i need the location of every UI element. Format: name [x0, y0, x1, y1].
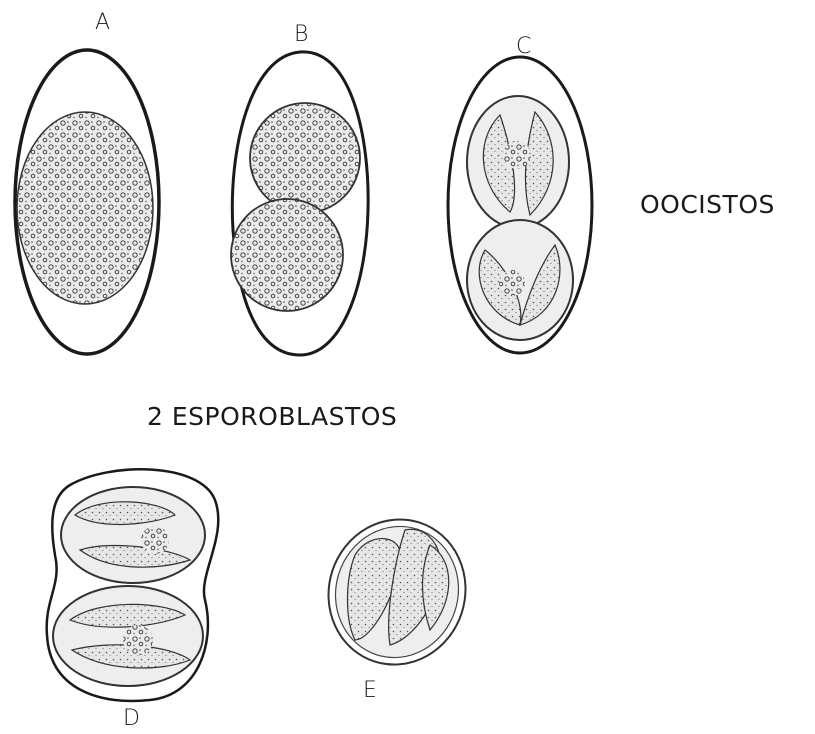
sporoblast-b-lower: [231, 199, 343, 311]
label-a: A: [95, 10, 110, 35]
residual-body: [141, 526, 169, 554]
residual-body: [503, 141, 531, 169]
sporoblast-b-upper: [250, 103, 360, 213]
oocyst-e: [310, 502, 484, 683]
oocyst-a: [15, 50, 159, 354]
residual-body: [499, 270, 525, 296]
oocyst-c: [448, 57, 592, 353]
sporoblasts-caption: 2 ESPOROBLASTOS: [147, 402, 397, 431]
label-d: D: [123, 706, 140, 731]
oocyst-d: [47, 469, 219, 701]
oocyst-b: [231, 52, 368, 355]
label-b: B: [294, 22, 308, 47]
residual-body: [123, 625, 153, 655]
oocyst-a-sporont: [17, 112, 153, 304]
oocysts-caption: OOCISTOS: [640, 190, 775, 219]
label-e: E: [363, 678, 377, 703]
label-c: C: [516, 34, 531, 59]
sporocyst-d-upper: [61, 487, 205, 583]
